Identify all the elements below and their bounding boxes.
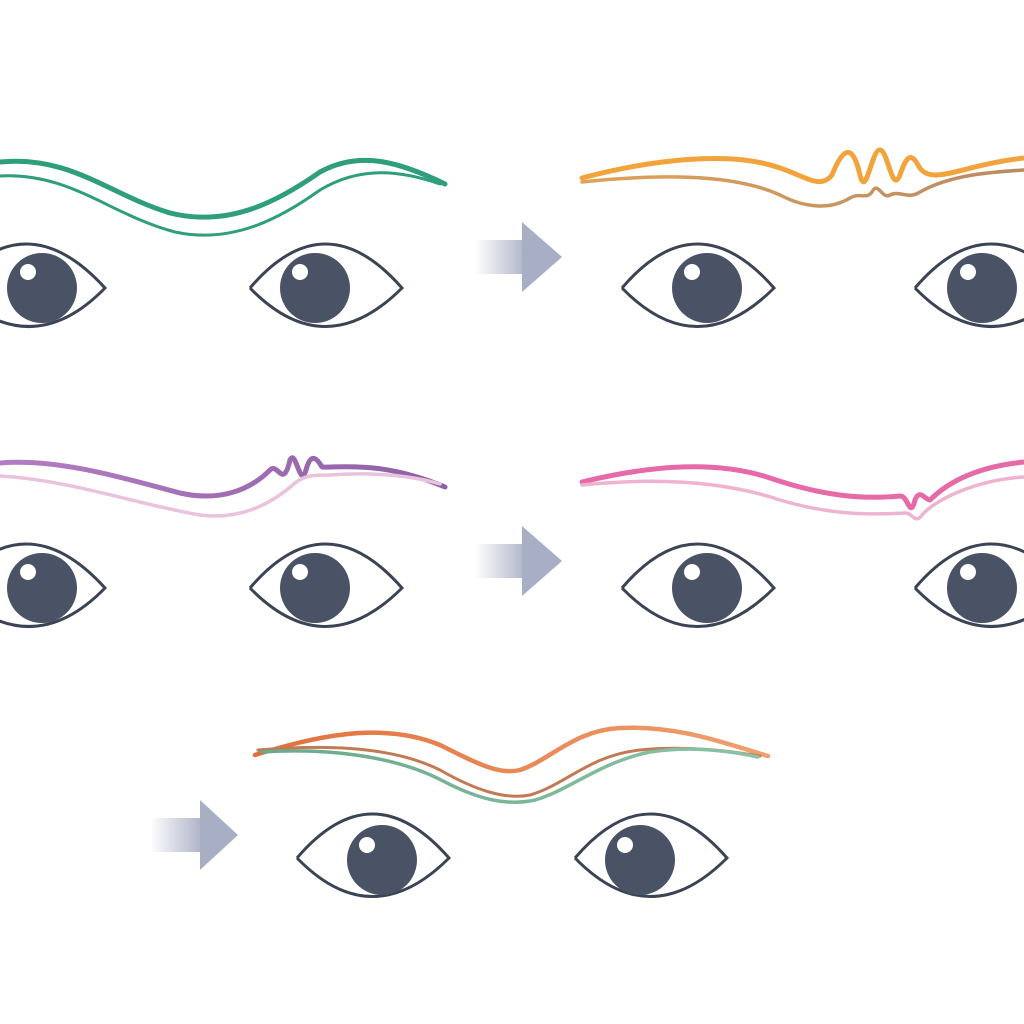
panel-bottom bbox=[252, 725, 771, 898]
eye-left bbox=[620, 242, 777, 328]
eyebrow-line-purple bbox=[0, 455, 448, 518]
panel-top-right bbox=[579, 147, 1024, 328]
eyebrow-line-pink bbox=[579, 459, 1024, 521]
eye-right bbox=[248, 242, 405, 328]
panel-top-left bbox=[0, 157, 448, 328]
eye-left bbox=[295, 812, 452, 898]
eye-left bbox=[0, 542, 108, 628]
eyebrow-line-orange-green bbox=[252, 725, 771, 804]
eye-left bbox=[0, 242, 108, 328]
eye-right bbox=[913, 542, 1024, 628]
eyebrow-line-green bbox=[0, 157, 448, 237]
right-arrow-icon bbox=[475, 222, 562, 292]
panel-middle-right bbox=[579, 459, 1024, 628]
eye-right bbox=[913, 242, 1024, 328]
right-arrow-icon bbox=[475, 526, 562, 596]
panel-middle-left bbox=[0, 455, 448, 628]
eye-left bbox=[620, 542, 777, 628]
eye-right bbox=[248, 542, 405, 628]
eyebrow-line-orange bbox=[579, 147, 1024, 208]
eye-right bbox=[573, 812, 730, 898]
right-arrow-icon bbox=[150, 800, 238, 870]
